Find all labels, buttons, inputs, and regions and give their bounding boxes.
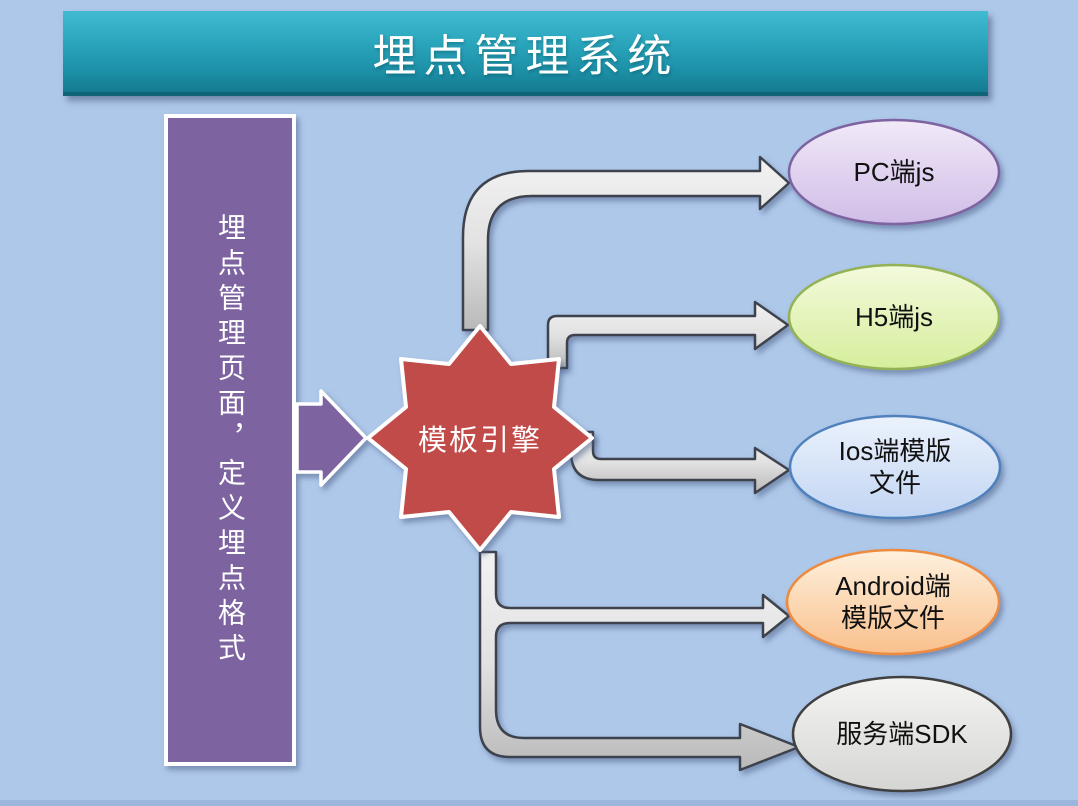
output-label-android: Android端 模版文件 bbox=[835, 570, 951, 634]
source-to-engine-arrow bbox=[295, 389, 368, 487]
output-ellipse-pc bbox=[787, 118, 1001, 226]
output-label-pc: PC端js bbox=[853, 156, 935, 187]
connector-pc-arrow bbox=[461, 155, 791, 332]
output-label-ios: Ios端模版 文件 bbox=[838, 435, 952, 499]
footer-strip bbox=[0, 800, 1078, 806]
output-label-sdk: 服务端SDK bbox=[836, 718, 968, 749]
output-ellipse-sdk bbox=[791, 675, 1013, 793]
connector-h5-arrow bbox=[546, 300, 790, 370]
output-ellipse-h5 bbox=[787, 263, 1001, 371]
connector-android-sdk-arrow bbox=[478, 550, 801, 772]
title-banner: 埋点管理系统 bbox=[63, 11, 988, 96]
page-title: 埋点管理系统 bbox=[372, 30, 679, 82]
engine-star-label: 模板引擎 bbox=[417, 423, 542, 457]
output-ellipse-ios bbox=[788, 414, 1002, 520]
source-panel-label: 埋点管理页面，定义埋点格式 bbox=[214, 212, 247, 668]
output-label-h5: H5端js bbox=[854, 301, 933, 332]
source-panel-rect bbox=[164, 114, 296, 766]
connector-ios-arrow bbox=[569, 430, 791, 495]
engine-star-shape bbox=[366, 324, 594, 552]
output-ellipse-android bbox=[785, 548, 1001, 656]
